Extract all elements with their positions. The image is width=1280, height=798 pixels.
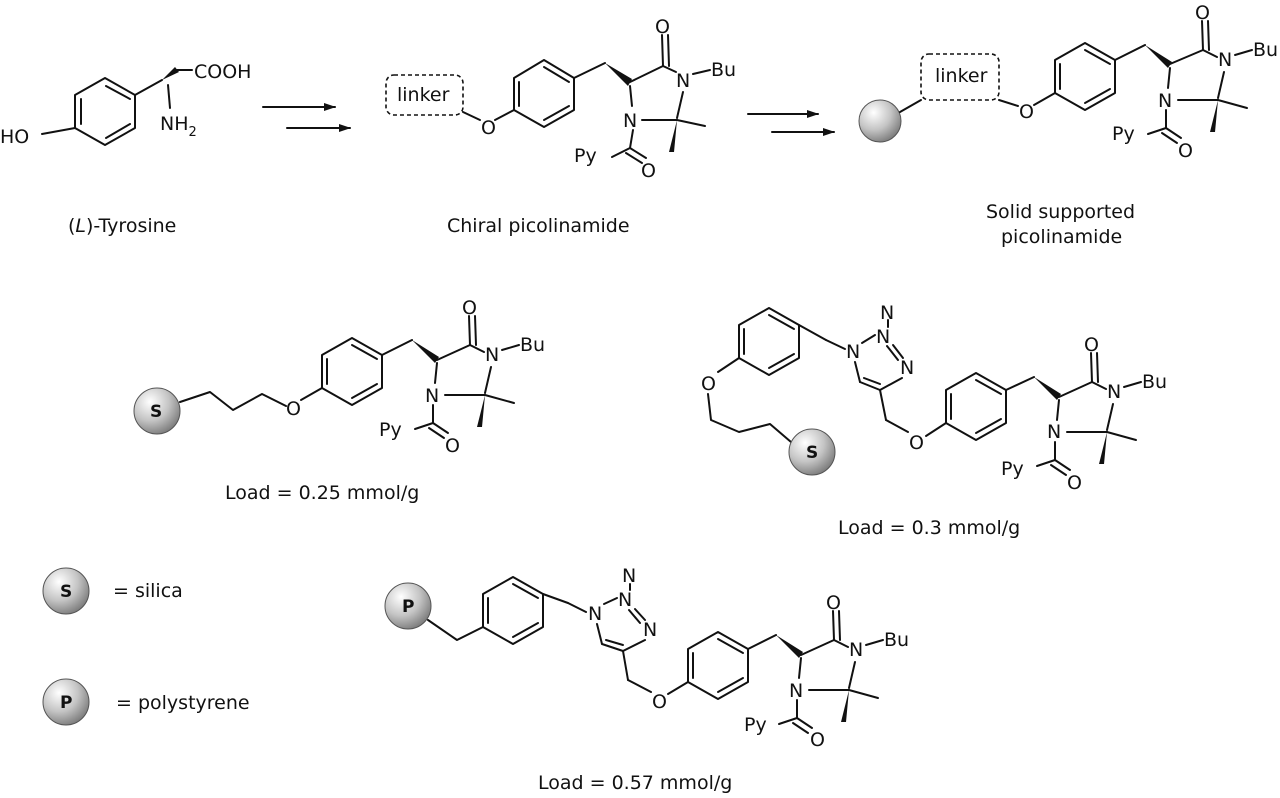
ether-oxygen: O [701, 373, 716, 395]
silica-propyl-catalyst: S O O N Bu N Py O [133, 297, 545, 457]
amide-nitrogen: N [1107, 381, 1121, 403]
legend-polystyrene-letter: P [60, 693, 72, 713]
pyridyl-label: Py [1112, 123, 1135, 145]
acyl-oxygen: O [810, 729, 825, 751]
tyrosine-structure: HO COOH NH2 [0, 61, 251, 148]
butyl-label: Bu [711, 59, 736, 81]
butyl-label: Bu [1142, 371, 1167, 393]
pyridyl-label: Py [744, 714, 767, 736]
legend: S = silica P = polystyrene [42, 567, 250, 726]
linker-label: linker [397, 84, 450, 106]
ether-oxygen: O [652, 691, 667, 713]
carbonyl-oxygen: O [655, 16, 670, 38]
ring-nitrogen: N [623, 110, 637, 132]
chiral-picolinamide-caption: Chiral picolinamide [447, 215, 630, 237]
ether-oxygen: O [481, 117, 496, 139]
triazole-n4: N [643, 619, 657, 641]
hydroxyl-label: HO [0, 126, 29, 148]
carbonyl-oxygen: O [1195, 2, 1210, 24]
load-silica-triazole: Load = 0.3 mmol/g [838, 517, 1020, 539]
ring-nitrogen: N [1158, 90, 1172, 112]
ring-nitrogen: N [425, 385, 439, 407]
butyl-label: Bu [884, 629, 909, 651]
carboxyl-label: COOH [194, 61, 251, 83]
triazole-n3: N [622, 565, 636, 587]
legend-polystyrene-text: = polystyrene [116, 692, 250, 714]
triazole-n2: N [618, 589, 632, 611]
amide-nitrogen: N [849, 639, 863, 661]
silica-triazole-catalyst: O S N N N N O O N Bu N [701, 302, 1167, 494]
ether-oxygen: O [1019, 101, 1034, 123]
acyl-oxygen: O [1067, 472, 1082, 494]
ring-nitrogen: N [1047, 421, 1061, 443]
triazole-n3: N [880, 302, 894, 324]
linker-label: linker [935, 65, 988, 87]
legend-polystyrene-bead [42, 678, 90, 726]
amine-label: NH2 [160, 113, 197, 140]
ether-oxygen: O [286, 398, 301, 420]
polystyrene-bead-letter: P [402, 597, 414, 617]
silica-bead [133, 387, 181, 435]
triazole-n1: N [846, 341, 860, 363]
pyridyl-label: Py [379, 419, 402, 441]
carbonyl-oxygen: O [826, 592, 841, 614]
acyl-oxygen: O [641, 160, 656, 182]
acyl-oxygen: O [445, 435, 460, 457]
amide-nitrogen: N [676, 70, 690, 92]
amide-nitrogen: N [1218, 49, 1232, 71]
ring-nitrogen: N [789, 680, 803, 702]
solid-supported-picolinamide-structure: linker O O N Bu N Py O [858, 2, 1278, 162]
carbonyl-oxygen: O [462, 297, 477, 319]
butyl-label: Bu [1253, 39, 1278, 61]
chiral-picolinamide-structure: linker O O N Bu N Py O [385, 16, 736, 182]
load-silica-propyl: Load = 0.25 mmol/g [225, 482, 419, 504]
legend-silica-text: = silica [113, 580, 183, 602]
amide-nitrogen: N [485, 344, 499, 366]
silica-bead [788, 428, 836, 476]
solid-supported-caption-line1: Solid supported [986, 201, 1135, 223]
polystyrene-triazole-catalyst: P N N N N O O N Bu [384, 565, 909, 751]
acyl-oxygen: O [1178, 140, 1193, 162]
pyridyl-label: Py [1001, 458, 1024, 480]
load-polystyrene: Load = 0.57 mmol/g [538, 772, 732, 794]
butyl-label: Bu [520, 334, 545, 356]
triazole-n4: N [900, 357, 914, 379]
carbonyl-oxygen: O [1084, 334, 1099, 356]
silica-bead-letter: S [806, 443, 818, 463]
solid-support-bead [858, 99, 902, 143]
legend-silica-letter: S [60, 582, 72, 602]
ether-oxygen: O [909, 432, 924, 454]
triazole-n1: N [588, 603, 602, 625]
solid-supported-caption-line2: picolinamide [1001, 226, 1122, 248]
pyridyl-label: Py [574, 145, 597, 167]
polystyrene-bead [384, 582, 432, 630]
silica-bead-letter: S [150, 402, 162, 422]
triazole-n2: N [876, 326, 890, 348]
legend-silica-bead [42, 567, 90, 615]
tyrosine-caption: (L)-Tyrosine [68, 215, 176, 237]
